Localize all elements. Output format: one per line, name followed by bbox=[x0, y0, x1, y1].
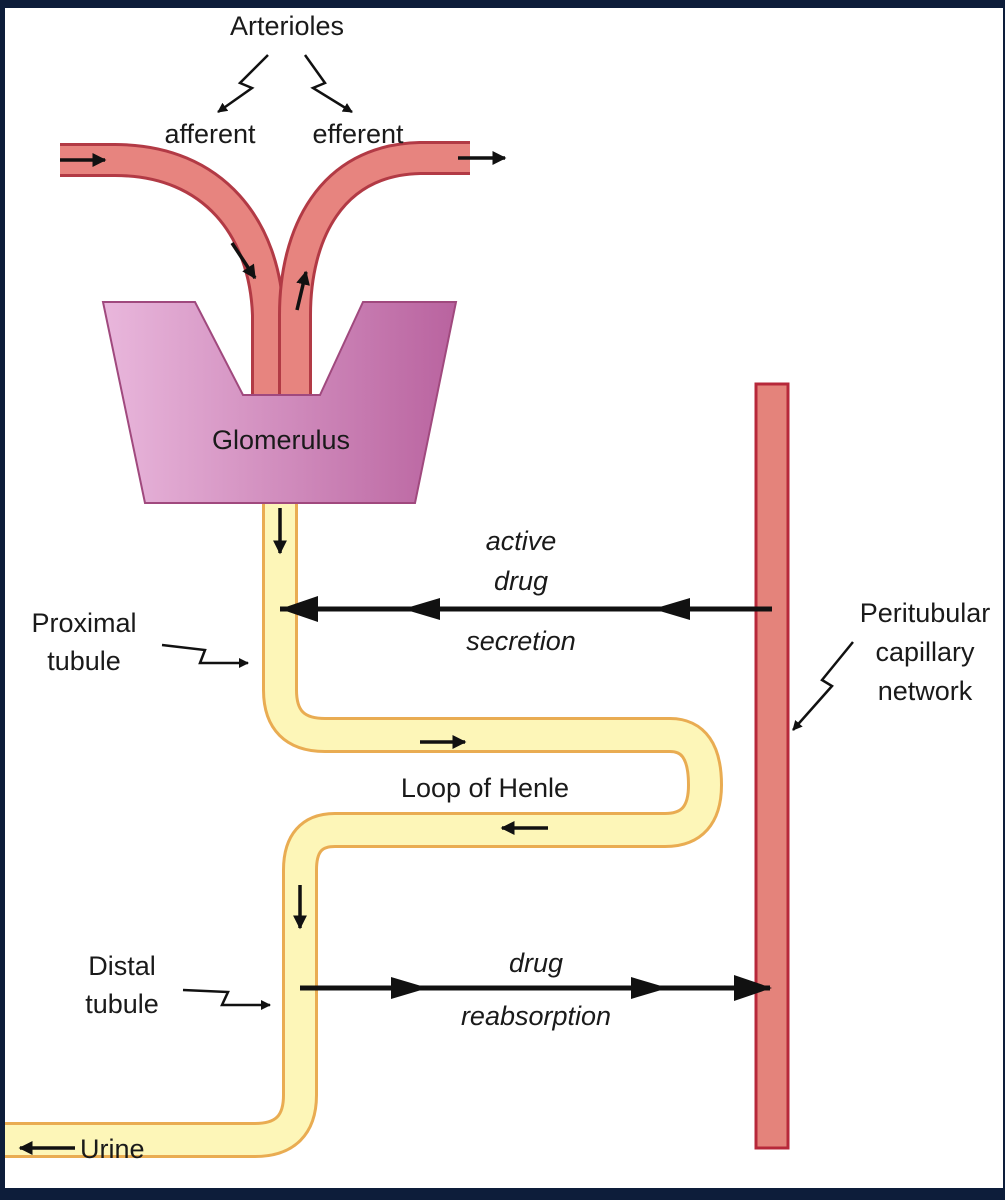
diagram-panel bbox=[5, 8, 1003, 1188]
distal-tubule-label-line1: Distal bbox=[88, 951, 156, 981]
loop-of-henle-label: Loop of Henle bbox=[401, 773, 569, 803]
secretion-drug-label: drug bbox=[494, 566, 548, 596]
arterioles-label: Arterioles bbox=[230, 11, 344, 41]
peritubular-label-line2: capillary bbox=[875, 637, 975, 667]
efferent-label: efferent bbox=[312, 119, 404, 149]
afferent-down-arrow bbox=[230, 242, 257, 280]
peritubular-leader bbox=[792, 641, 854, 731]
proximal-tubule-label-line2: tubule bbox=[47, 646, 121, 676]
renal-tubule bbox=[5, 495, 723, 1158]
secretion-label: secretion bbox=[466, 626, 576, 656]
peritubular-label-line1: Peritubular bbox=[860, 598, 991, 628]
arterioles-leader-left bbox=[217, 54, 269, 114]
distal-tubule-label-line2: tubule bbox=[85, 989, 159, 1019]
active-label: active bbox=[486, 526, 557, 556]
peritubular-capillary bbox=[754, 382, 790, 1150]
glomerulus-label: Glomerulus bbox=[212, 425, 350, 455]
reabsorption-label: reabsorption bbox=[461, 1001, 611, 1031]
proximal-leader bbox=[161, 643, 249, 668]
afferent-label: afferent bbox=[164, 119, 256, 149]
secretion-arrow bbox=[280, 596, 772, 622]
urine-label: Urine bbox=[80, 1134, 145, 1164]
distal-leader bbox=[182, 988, 271, 1010]
proximal-tubule-label-line1: Proximal bbox=[31, 608, 136, 638]
arterioles bbox=[60, 141, 470, 395]
reabsorption-drug-label: drug bbox=[509, 948, 563, 978]
peritubular-label-line3: network bbox=[878, 676, 973, 706]
arterioles-leader-right bbox=[303, 54, 353, 114]
glomerulus-shape bbox=[101, 301, 458, 504]
efferent-up-arrow bbox=[295, 270, 310, 311]
reabsorption-arrow bbox=[300, 975, 772, 1001]
